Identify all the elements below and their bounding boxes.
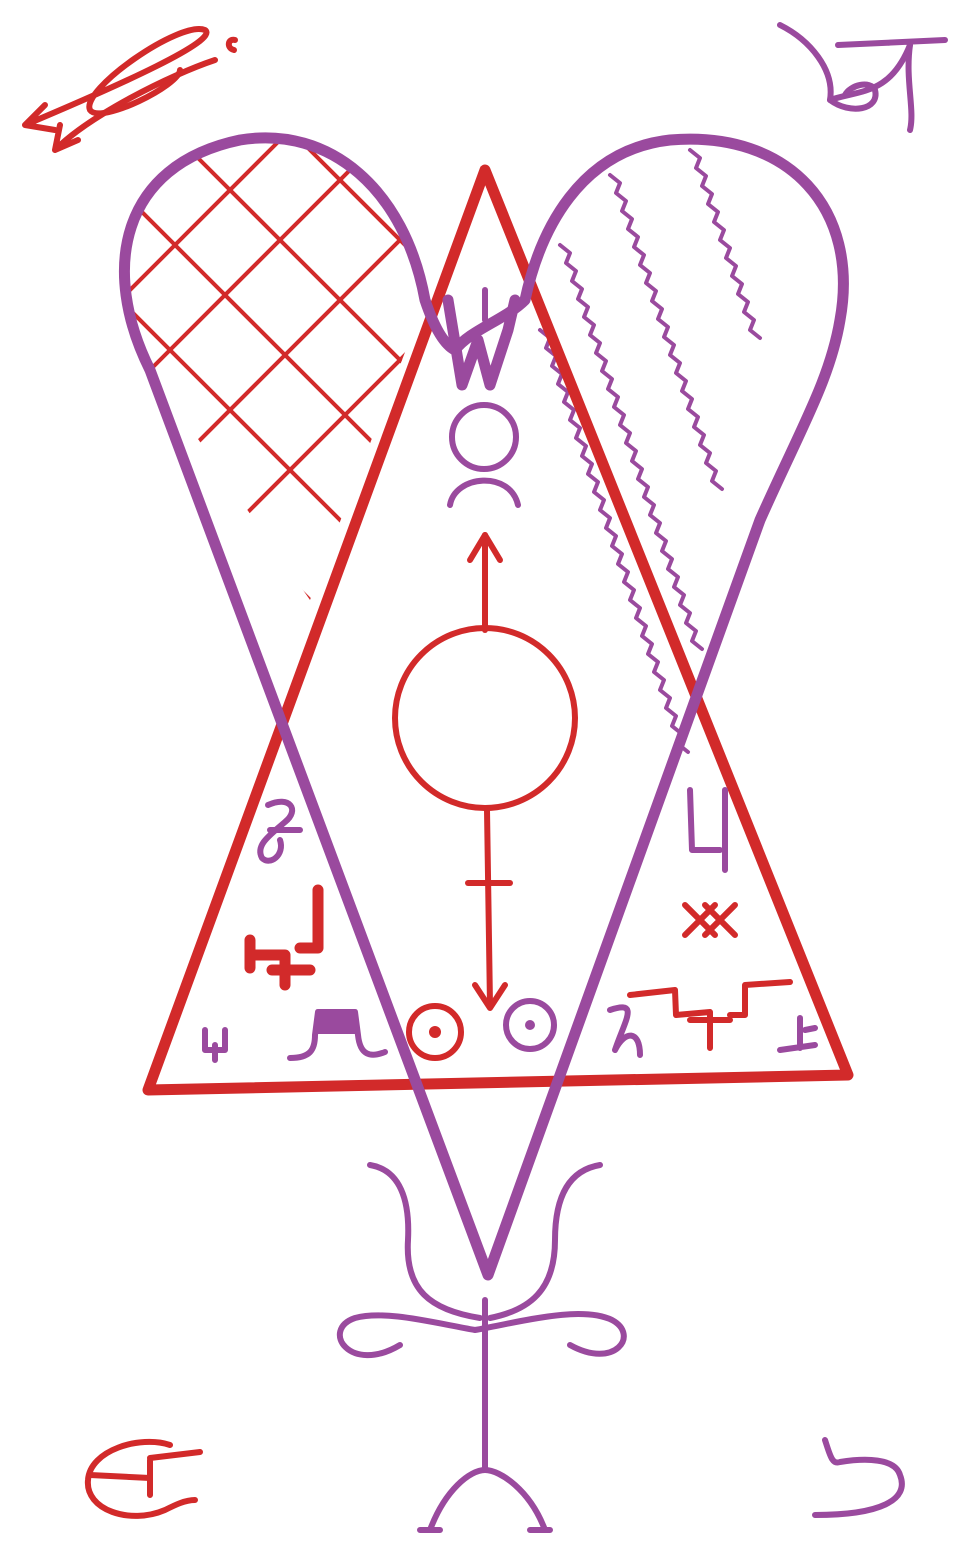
corner-glyph-top-left [25, 29, 235, 150]
circle-crescent-glyph [450, 405, 518, 505]
circled-dot-glyph [409, 1001, 554, 1058]
arrow-up [470, 535, 500, 630]
crosshatch-fill [0, 20, 680, 890]
zigzag-fill [540, 150, 760, 752]
corner-glyph-top-right [780, 25, 945, 130]
corner-glyph-bottom-left [88, 1442, 200, 1516]
center-circle [395, 628, 575, 808]
arrow-down-with-bar [468, 810, 510, 1008]
base-sigil [340, 1165, 624, 1530]
corner-glyph-bottom-right [815, 1440, 902, 1515]
